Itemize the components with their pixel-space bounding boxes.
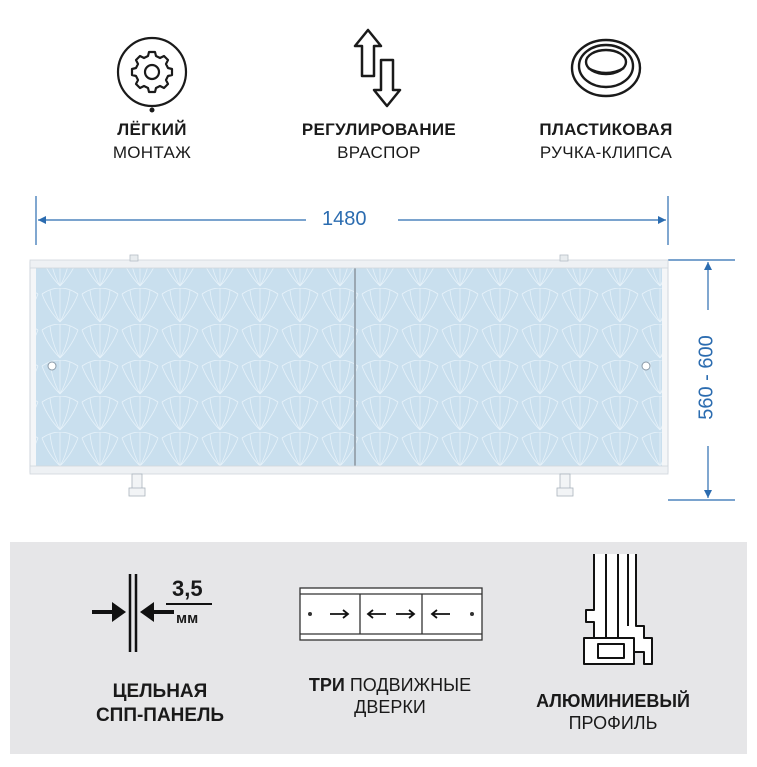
thickness-icon — [92, 574, 212, 652]
feature-title: ЛЁГКИЙ — [117, 120, 187, 139]
width-dimension-line — [35, 196, 669, 245]
thickness-unit: мм — [176, 610, 199, 627]
thickness-value: 3,5 — [172, 576, 203, 601]
doors-label: ТРИ ПОДВИЖНЫЕ ДВЕРКИ — [290, 674, 490, 718]
feature-subtitle: МОНТАЖ — [112, 143, 192, 162]
adjust-arrows-icon — [353, 28, 402, 108]
doors-label-bold: ТРИ — [308, 675, 345, 695]
sliding-doors-icon — [299, 587, 483, 641]
profile-label-line1: АЛЮМИНИЕВЫЙ — [536, 691, 690, 711]
panel-label: ЦЕЛЬНАЯ СПП-ПАНЕЛЬ — [70, 680, 250, 728]
plastic-handle-icon — [570, 38, 642, 98]
height-value: 560 - 600 — [695, 335, 718, 420]
profile-label-line2: ПРОФИЛЬ — [568, 713, 658, 733]
doors-label-rest: ПОДВИЖНЫЕ — [349, 675, 472, 695]
panel-label-line2: СПП-ПАНЕЛЬ — [95, 705, 225, 726]
feature-title: ПЛАСТИКОВАЯ — [539, 120, 673, 139]
doors-label-line2: ДВЕРКИ — [354, 697, 426, 717]
height-dimension-line — [668, 259, 735, 501]
panel-label-line1: ЦЕЛЬНАЯ — [112, 681, 208, 702]
gear-icon — [116, 36, 188, 113]
aluminum-profile-icon — [583, 554, 653, 665]
profile-label: АЛЮМИНИЕВЫЙ ПРОФИЛЬ — [518, 690, 708, 734]
bath-panel-drawing — [29, 196, 735, 501]
bath-screen-panel — [29, 254, 669, 497]
feature-subtitle: РУЧКА-КЛИПСА — [539, 143, 673, 162]
width-value: 1480 — [322, 208, 367, 230]
feature-title: РЕГУЛИРОВАНИЕ — [301, 120, 457, 139]
feature-subtitle: ВРАСПОР — [337, 143, 421, 162]
